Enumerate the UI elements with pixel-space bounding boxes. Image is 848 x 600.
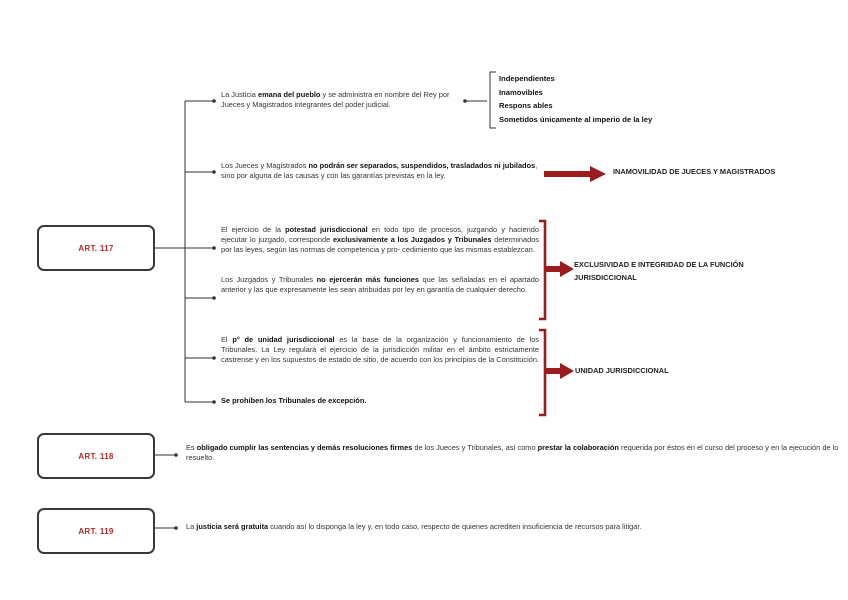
art118-bold-1: obligado cumplir las sentencias y demás … [196,443,413,452]
item3-text-2: en todo tipo de procesos, juzgando y hac… [221,225,540,244]
item2-text-1: Los Jueces y Magistrados [221,161,309,170]
art117-item6: Se prohíben los Tribunales de excepción. [221,396,521,406]
item4-text-1: Los Juzgados y Tribunales [221,275,317,284]
item4-text-2: que las señaladas en el apartado anterio… [221,275,539,294]
unidad-arrow [546,363,574,379]
exclusividad-arrow [546,261,574,277]
art119-box: ART. 119 [37,508,155,554]
art119-text-1: La [186,522,197,531]
list-item: Inamovibles [499,87,543,97]
art117-item4: Los Juzgados y Tribunales no ejercerán m… [221,275,539,295]
unidad-bracket [539,328,547,417]
art118-text-2: de los Jueces y Tribunales, así como [412,443,538,452]
item1-bold-1: emana del pueblo [257,90,321,99]
item1-text-1: La Justicia [221,90,258,99]
art119-text: La justicia será gratuita cuando así lo … [186,522,826,532]
art117-label: ART. 117 [78,243,114,253]
art118-text-3: requerida por éstos en el curso del proc… [186,443,839,462]
bullets-bracket [489,71,496,129]
exclusividad-label: EXCLUSIVIDAD E INTEGRIDAD DE LA FUNCIÓN … [574,260,744,282]
item4-bold-1: no ejercerán más funciones [316,275,419,284]
item3-bold-2: exclusivamente a los Juzgados y Tribunal… [332,235,492,244]
item3-text-3: determinados por las leyes, según las no… [221,235,539,254]
item5-text-1: El [221,335,233,344]
art117-item1: La Justicia emana del pueblo y se admini… [221,90,466,110]
list-item: Independientes [499,74,555,83]
item3-bold-1: potestad jurisdiccional [285,225,368,234]
item1-text-2: y se administra en nombre del Rey por Ju… [221,90,450,109]
list-item: Respons ables [499,101,553,111]
item5-text-2: es la base de la organización y funciona… [221,335,539,364]
inamovilidad-arrow [544,166,606,182]
art118-label: ART. 118 [78,451,114,461]
unidad-label: UNIDAD JURISDICCIONAL [575,366,669,375]
item5-bold-1: p° de unidad jurisdiccional [232,335,335,344]
item3-text-1: El ejercicio de la [221,225,286,234]
art117-item3: El ejercicio de la potestad jurisdiccion… [221,225,539,255]
list-item: Sometidos únicamente al imperio de la le… [499,114,653,124]
art119-label: ART. 119 [78,526,114,536]
item2-text-2: , sino por alguna de las causas y con la… [221,161,538,180]
art117-box: ART. 117 [37,225,155,271]
art118-bold-2: prestar la colaboración [537,443,619,452]
art118-text-1: Es [186,443,197,452]
art119-text-2: cuando así lo disponga la ley y, en todo… [268,522,642,531]
characteristics-list: Independientes Inamovibles Respons ables… [499,72,652,126]
exclusividad-bracket [539,219,547,321]
item2-bold-1: no podrán ser separados, suspendidos, tr… [308,161,536,170]
art119-bold-1: justicia será gratuita [196,522,269,531]
art118-box: ART. 118 [37,433,155,479]
art117-item2: Los Jueces y Magistrados no podrán ser s… [221,161,543,181]
art117-item5: El p° de unidad jurisdiccional es la bas… [221,335,539,365]
item6-bold: Se prohíben los Tribunales de excepción. [221,396,367,405]
art118-text: Es obligado cumplir las sentencias y dem… [186,443,841,463]
inamovilidad-label: INAMOVILIDAD DE JUECES Y MAGISTRADOS [613,167,776,176]
